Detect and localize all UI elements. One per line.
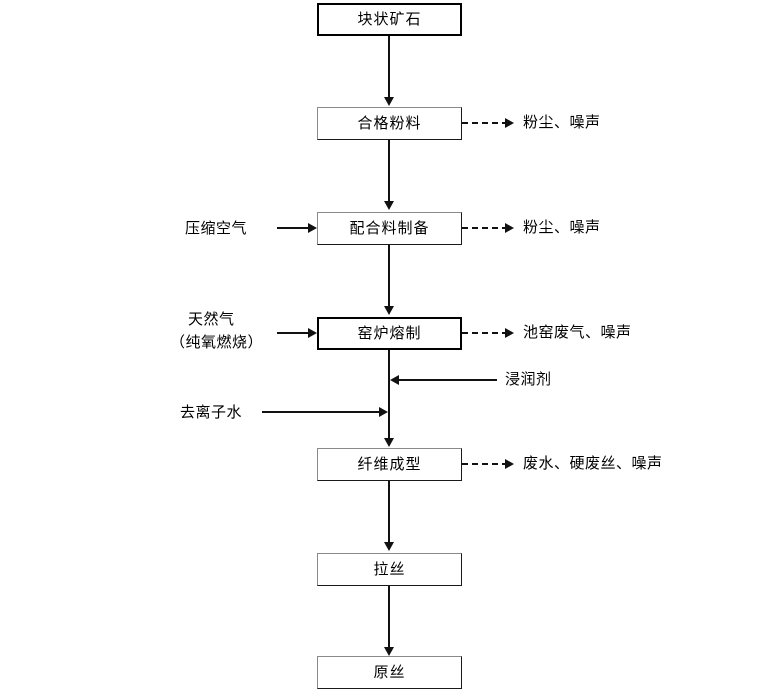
arrowhead-input-compressed-air	[308, 223, 317, 233]
arrowhead-batch-to-furnace	[384, 306, 394, 315]
input-connector-deionized-water	[262, 411, 380, 413]
arrowhead-emission-furnace	[505, 328, 514, 338]
process-node-wire-drawing-label: 拉丝	[373, 560, 406, 578]
arrowhead-emission-powder	[505, 118, 514, 128]
arrowhead-emission-forming	[505, 459, 514, 469]
emission-label-powder: 粉尘、噪声	[523, 113, 601, 131]
arrowhead-input-deionized-water	[379, 407, 388, 417]
process-node-qualified-powder: 合格粉料	[317, 107, 462, 140]
connector-ore-to-powder	[388, 36, 390, 98]
emission-connector-powder	[462, 122, 508, 124]
input-label-natural-gas-line2: （纯氧燃烧）	[170, 333, 264, 351]
connector-forming-to-drawing	[388, 481, 390, 543]
arrowhead-furnace-to-forming	[384, 438, 394, 447]
arrowhead-drawing-to-yarn	[384, 647, 394, 656]
connector-batch-to-furnace	[388, 245, 390, 307]
connector-furnace-to-forming	[388, 350, 390, 440]
emission-connector-furnace	[462, 332, 508, 334]
process-node-ore: 块状矿石	[317, 3, 462, 36]
input-label-deionized-water: 去离子水	[180, 403, 243, 421]
emission-label-forming: 废水、硬废丝、噪声	[523, 454, 663, 472]
input-label-natural-gas-line1: 天然气	[188, 310, 235, 328]
process-node-fiber-forming: 纤维成型	[317, 448, 462, 481]
connector-powder-to-batch	[388, 140, 390, 202]
arrowhead-powder-to-batch	[384, 201, 394, 210]
emission-label-furnace: 池窑废气、噪声	[523, 323, 632, 341]
input-label-compressed-air: 压缩空气	[185, 219, 248, 237]
connector-drawing-to-yarn	[388, 586, 390, 648]
process-node-furnace-melting: 窑炉熔制	[317, 317, 462, 350]
input-label-sizing-agent: 浸润剂	[505, 370, 552, 388]
arrowhead-emission-batch	[505, 223, 514, 233]
input-connector-sizing-agent	[399, 379, 497, 381]
input-connector-natural-gas	[277, 332, 311, 334]
process-node-batch-preparation-label: 配合料制备	[349, 219, 430, 237]
process-node-raw-yarn-label: 原丝	[373, 663, 406, 681]
process-node-wire-drawing: 拉丝	[317, 553, 462, 586]
emission-connector-batch	[462, 227, 508, 229]
arrowhead-input-sizing-agent	[390, 375, 399, 385]
arrowhead-input-natural-gas	[308, 328, 317, 338]
arrowhead-forming-to-drawing	[384, 542, 394, 551]
process-node-ore-label: 块状矿石	[357, 10, 422, 28]
emission-label-batch: 粉尘、噪声	[523, 218, 601, 236]
process-node-fiber-forming-label: 纤维成型	[357, 455, 422, 473]
process-node-furnace-melting-label: 窑炉熔制	[357, 324, 422, 342]
arrowhead-ore-to-powder	[384, 97, 394, 106]
process-node-qualified-powder-label: 合格粉料	[357, 114, 422, 132]
input-connector-compressed-air	[277, 227, 311, 229]
process-node-batch-preparation: 配合料制备	[317, 212, 462, 245]
emission-connector-forming	[462, 463, 508, 465]
process-node-raw-yarn: 原丝	[317, 656, 462, 689]
